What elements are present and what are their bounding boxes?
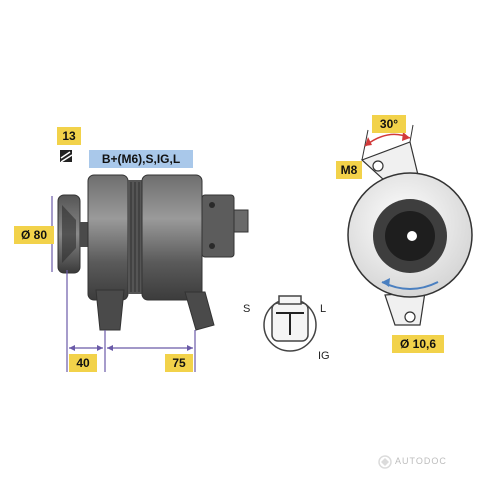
rear-housing xyxy=(141,174,203,301)
watermark-text: AUTODOC xyxy=(395,456,447,466)
dimension-75-label: 75 xyxy=(165,354,193,372)
connector-plug-icon xyxy=(263,295,317,352)
shaft xyxy=(407,231,417,241)
front-housing xyxy=(87,174,129,301)
regulator-block xyxy=(201,194,235,258)
wrench-icon xyxy=(60,150,73,163)
pin-l-label: L xyxy=(320,303,327,315)
pin-ig-label: IG xyxy=(318,350,330,362)
front-mount-foot xyxy=(95,289,125,331)
autodoc-watermark xyxy=(378,455,392,469)
rear-mount-foot xyxy=(184,291,215,331)
mount-angle-label: 30° xyxy=(372,115,406,133)
bolt-size-label: 13 xyxy=(57,127,81,145)
thread-size-label: M8 xyxy=(336,161,362,179)
dimension-40-label: 40 xyxy=(69,354,97,372)
hole-diameter-label: Ø 10,6 xyxy=(392,335,444,353)
pin-s-label: S xyxy=(243,303,251,315)
terminals-label: B+(M6),S,IG,L xyxy=(89,150,193,168)
alternator-rear-view xyxy=(347,141,473,326)
alternator-side-view xyxy=(57,174,249,331)
pulley-diameter-label: Ø 80 xyxy=(14,226,54,244)
angle-indicator xyxy=(361,124,414,161)
